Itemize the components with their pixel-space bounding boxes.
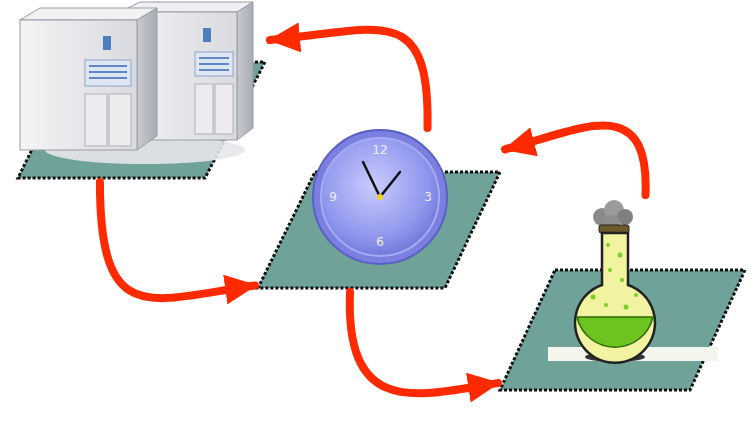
clock-rim xyxy=(313,130,447,264)
clock-face xyxy=(321,138,439,256)
flask-liquid xyxy=(577,317,653,347)
clock-numeral: 12 xyxy=(372,144,387,156)
flask-platform xyxy=(498,195,748,393)
flow-arrow xyxy=(350,292,498,393)
flask-node xyxy=(498,195,748,393)
clock-hand xyxy=(380,172,400,197)
clock-numeral: 6 xyxy=(376,236,384,248)
flow-arrow xyxy=(100,182,255,298)
flow-arrow xyxy=(505,126,646,195)
clock-numeral: 3 xyxy=(424,191,432,203)
server-platform xyxy=(15,0,270,182)
flask-body xyxy=(575,233,655,363)
clock-hand xyxy=(363,162,380,197)
server-front xyxy=(20,8,157,150)
clock-node: 12 3 6 9 xyxy=(255,128,505,292)
clock-pin xyxy=(377,194,383,200)
clock-numeral: 9 xyxy=(329,191,337,203)
flow-arrow xyxy=(270,30,428,128)
bubbles xyxy=(591,243,639,310)
server-node xyxy=(15,0,270,182)
